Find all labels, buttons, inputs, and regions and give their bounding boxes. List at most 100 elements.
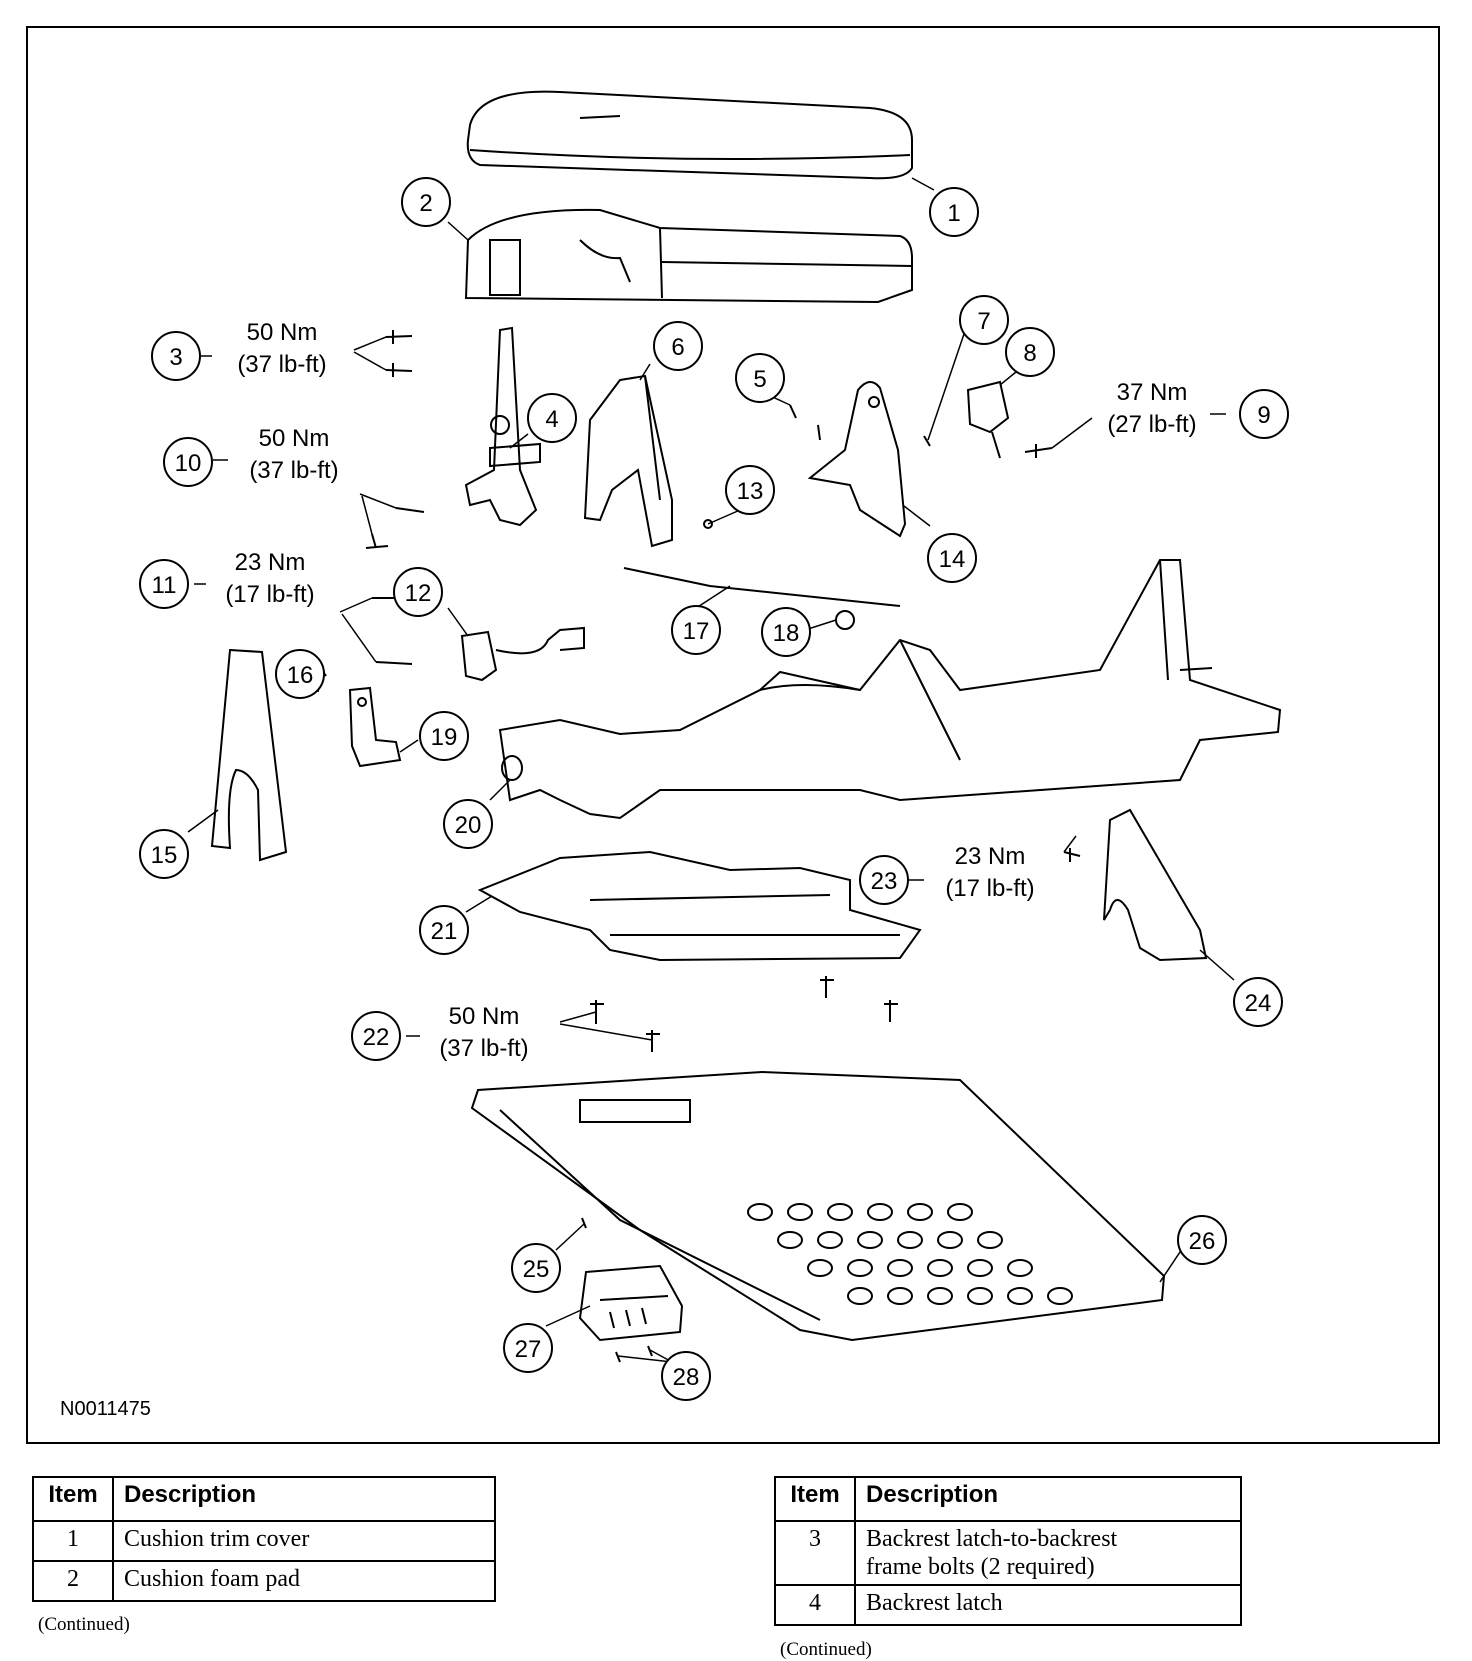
callout-number: 5 [753, 366, 766, 393]
torque-spec-item-9: 37 Nm(27 lb-ft) [1107, 379, 1196, 438]
callout-19: 19 [419, 711, 469, 761]
callout-8: 8 [1005, 327, 1055, 377]
callout-4: 4 [527, 393, 577, 443]
part-inboard-bracket [1103, 808, 1208, 962]
part-outboard-cover [210, 648, 288, 862]
callout-number: 23 [871, 868, 898, 895]
callout-circle [351, 1011, 401, 1061]
callout-circle [139, 559, 189, 609]
torque-nm: 23 Nm [235, 549, 306, 576]
callout-1: 1 [929, 187, 979, 237]
item-description: Cushion trim cover [112, 1520, 496, 1562]
torque-lbft: (37 lb-ft) [249, 457, 338, 484]
callout-24: 24 [1233, 977, 1283, 1027]
callout-number: 25 [523, 1256, 550, 1283]
callout-5: 5 [735, 353, 785, 403]
callout-number: 17 [683, 618, 710, 645]
continued-note: (Continued) [38, 1614, 130, 1635]
callout-26: 26 [1177, 1215, 1227, 1265]
callout-circle [401, 177, 451, 227]
item-number: 1 [32, 1520, 114, 1562]
callout-number: 20 [455, 812, 482, 839]
part-cable [623, 567, 901, 607]
part-backrest-bracket [583, 374, 673, 548]
callout-circle [735, 353, 785, 403]
part-seat-track [477, 850, 922, 962]
part-buckle [966, 380, 1010, 434]
parts-table-right: Item Description 3 Backrest latch-to-bac… [774, 1476, 1242, 1626]
part-floor-panel [470, 1070, 1166, 1342]
torque-nm: 50 Nm [449, 1003, 520, 1030]
callout-circle [1233, 977, 1283, 1027]
part-side-shield-bracket [807, 381, 907, 538]
callout-circle [859, 855, 909, 905]
part-backrest-latch [464, 326, 538, 527]
callout-number: 1 [947, 200, 960, 227]
callout-number: 21 [431, 918, 458, 945]
torque-nm: 23 Nm [955, 843, 1026, 870]
callout-circle [1005, 327, 1055, 377]
floor-panel-holes [747, 1203, 1073, 1305]
torque-spec-item-11: 23 Nm (17 lb-ft) [225, 549, 314, 608]
callout-number: 18 [773, 620, 800, 647]
callout-circle [527, 393, 577, 443]
exploded-seat-diagram: 1234567891011121314151617181920212223242… [60, 90, 1289, 1420]
callout-number: 28 [673, 1364, 700, 1391]
description-line: frame bolts (2 required) [866, 1554, 1095, 1580]
callout-9: 9 [1239, 389, 1289, 439]
col-header-description: Description [112, 1476, 496, 1522]
callout-13: 13 [725, 465, 775, 515]
callout-25: 25 [511, 1243, 561, 1293]
item-description: Backrest latch [854, 1584, 1242, 1626]
callout-number: 13 [737, 478, 764, 505]
callout-16: 16 [275, 649, 325, 699]
torque-spec-item-10: 50 Nm(37 lb-ft) [249, 425, 338, 484]
callout-20: 20 [443, 799, 493, 849]
parts-table-left: Item Description 1 Cushion trim cover 2 … [32, 1476, 496, 1602]
leader-lines [187, 177, 1235, 1363]
continued-note: (Continued) [780, 1639, 872, 1660]
callout-21: 21 [419, 905, 469, 955]
description-line: Backrest latch-to-backrest [866, 1526, 1118, 1552]
table-row: 4 Backrest latch [774, 1584, 1242, 1626]
callout-number: 11 [152, 572, 177, 599]
part-grommet [835, 610, 855, 630]
callout-23: 23 [859, 855, 909, 905]
callout-number: 22 [363, 1024, 390, 1051]
callout-2: 2 [401, 177, 451, 227]
callout-circle [725, 465, 775, 515]
callout-circle [761, 607, 811, 657]
callout-circle [661, 1351, 711, 1401]
callout-27: 27 [503, 1323, 553, 1373]
callout-22: 22 [351, 1011, 401, 1061]
callout-10: 10 [163, 437, 213, 487]
table-row: 2 Cushion foam pad [32, 1560, 496, 1602]
callout-circle [1177, 1215, 1227, 1265]
callout-circle [671, 605, 721, 655]
torque-spec-item-3: 50 Nm(37 lb-ft) [237, 319, 326, 378]
part-cushion-trim-cover [466, 90, 913, 180]
torque-lbft: (17 lb-ft) [225, 581, 314, 608]
callout-number: 4 [545, 406, 558, 433]
table-row: 1 Cushion trim cover [32, 1520, 496, 1562]
callout-circle [163, 437, 213, 487]
callout-number: 3 [169, 344, 182, 371]
torque-lbft: (27 lb-ft) [1107, 411, 1196, 438]
part-seat-frame [498, 559, 1282, 820]
callout-number: 9 [1257, 402, 1270, 429]
item-number: 4 [774, 1584, 856, 1626]
col-header-description: Description [854, 1476, 1242, 1522]
callout-11: 11 [139, 559, 189, 609]
callout-14: 14 [927, 533, 977, 583]
callout-15: 15 [139, 829, 189, 879]
callout-circle [419, 711, 469, 761]
callout-number: 12 [405, 580, 432, 607]
figure-id: N0011475 [60, 1398, 151, 1420]
callout-number: 19 [431, 724, 458, 751]
callout-circle [511, 1243, 561, 1293]
callout-6: 6 [653, 321, 703, 371]
callout-circle [275, 649, 325, 699]
callout-number: 6 [671, 334, 684, 361]
